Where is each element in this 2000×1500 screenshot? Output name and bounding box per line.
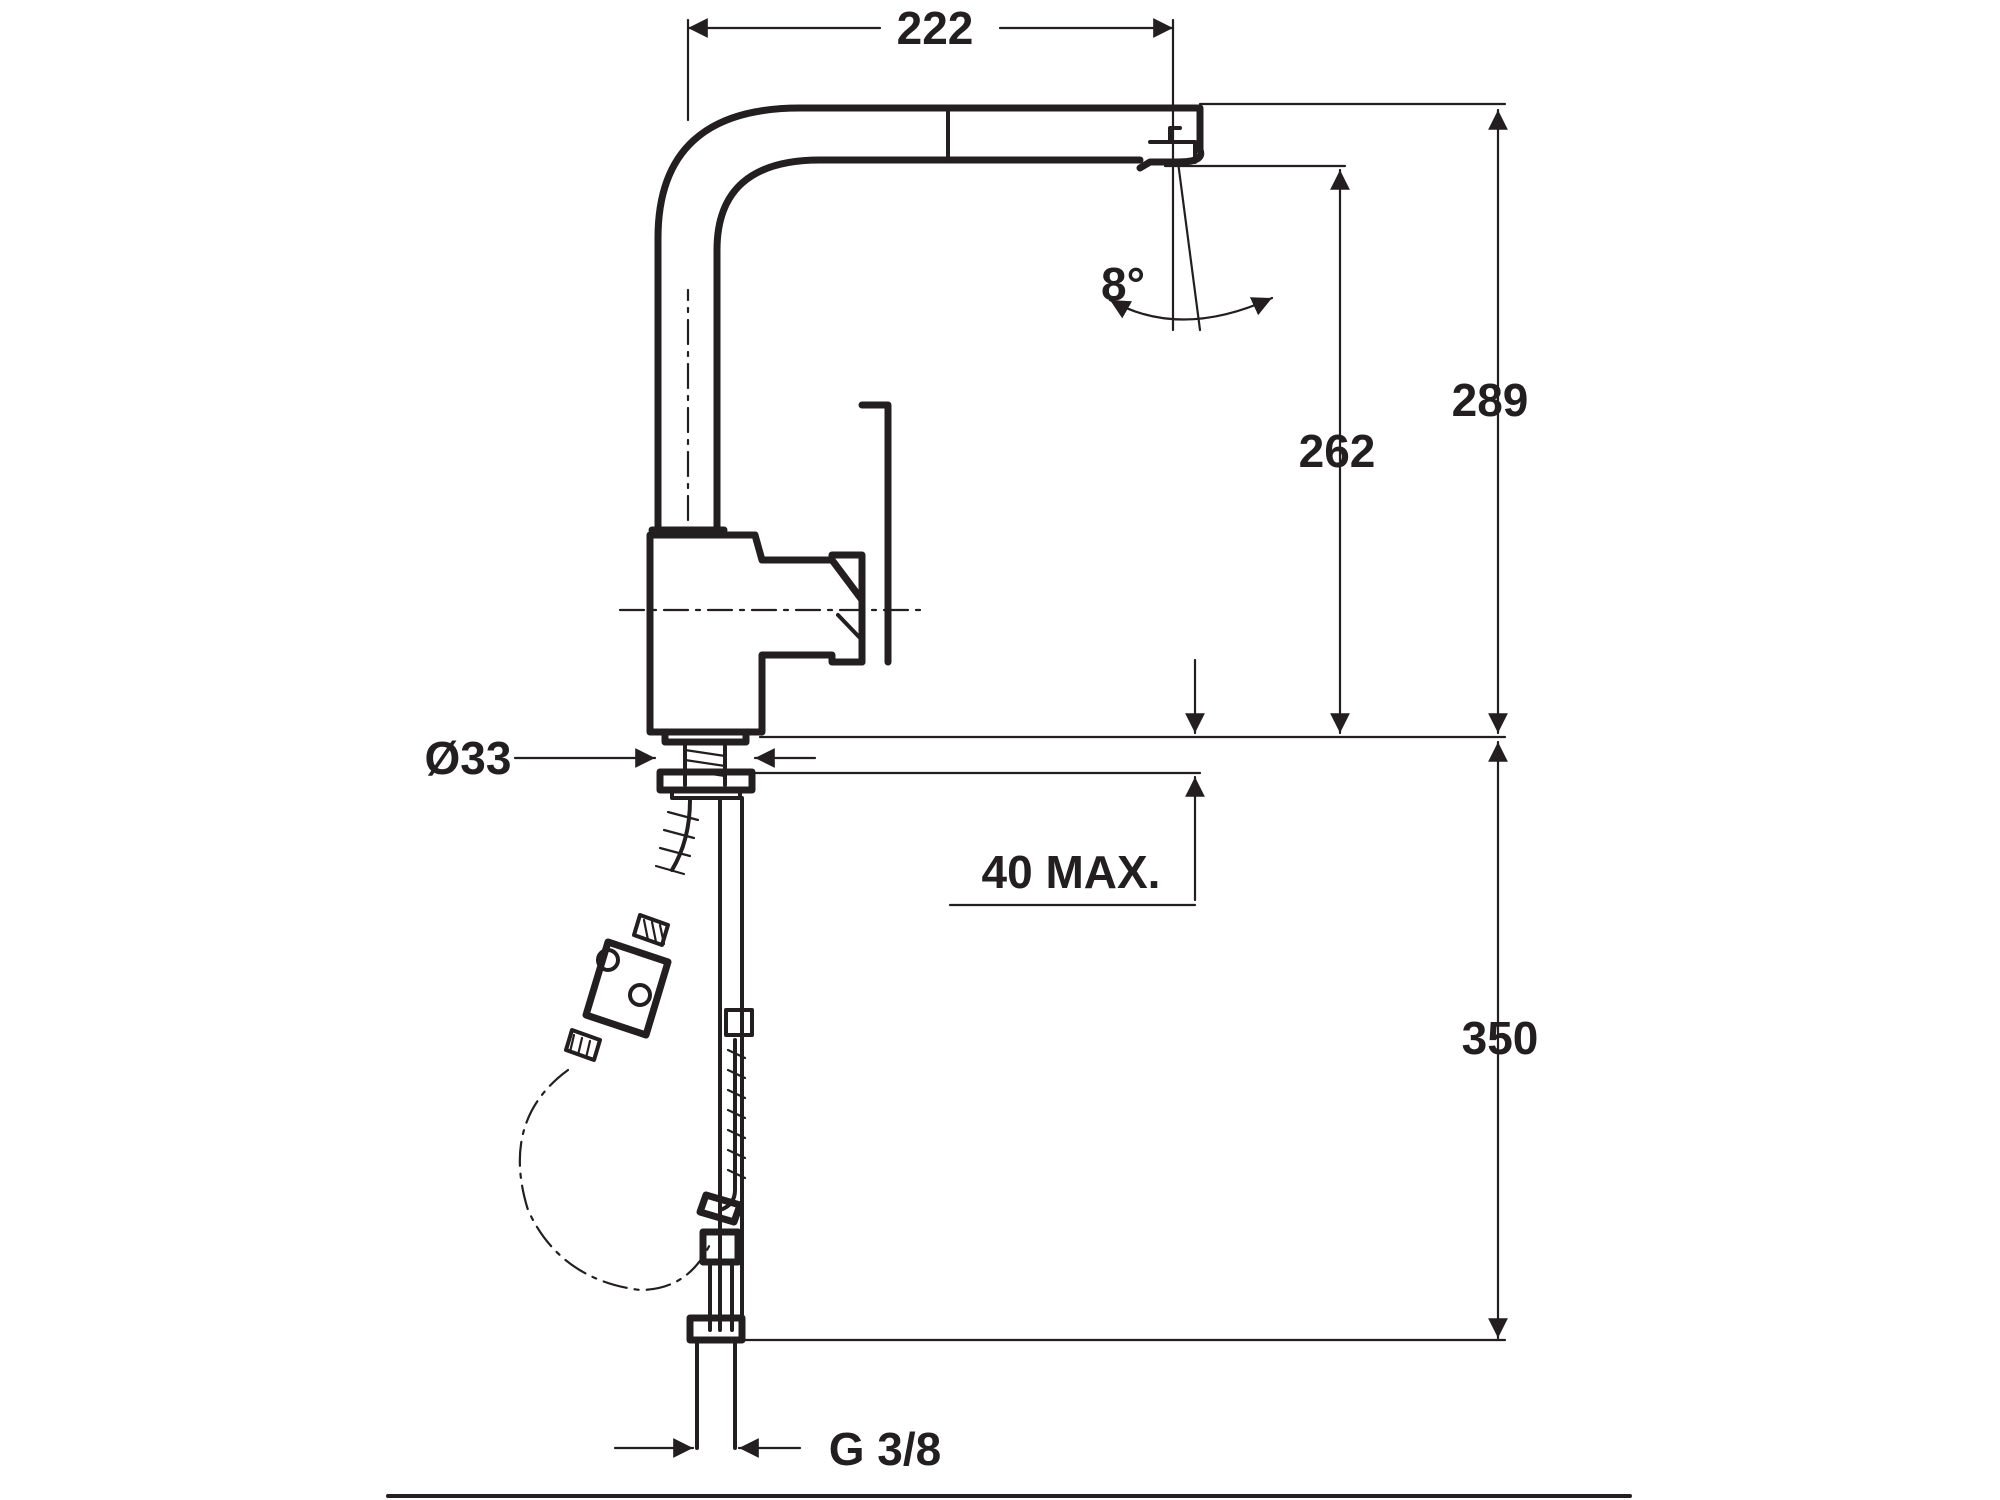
- base-diameter-label: Ø33: [425, 732, 512, 784]
- dimension-lines: [386, 20, 1632, 1498]
- swivel-angle-label: 8°: [1101, 258, 1145, 310]
- supply-hoses: [518, 796, 754, 1450]
- connection-thread-label: G 3/8: [829, 1423, 942, 1475]
- spout-reach-label: 222: [897, 2, 974, 54]
- deck-thickness-label: 40 MAX.: [982, 846, 1161, 898]
- total-height-label: 289: [1452, 374, 1529, 426]
- faucet-spout: [654, 104, 1205, 534]
- spout-height-label: 262: [1299, 425, 1376, 477]
- hose-length-label: 350: [1462, 1012, 1539, 1064]
- faucet-body: [618, 401, 922, 800]
